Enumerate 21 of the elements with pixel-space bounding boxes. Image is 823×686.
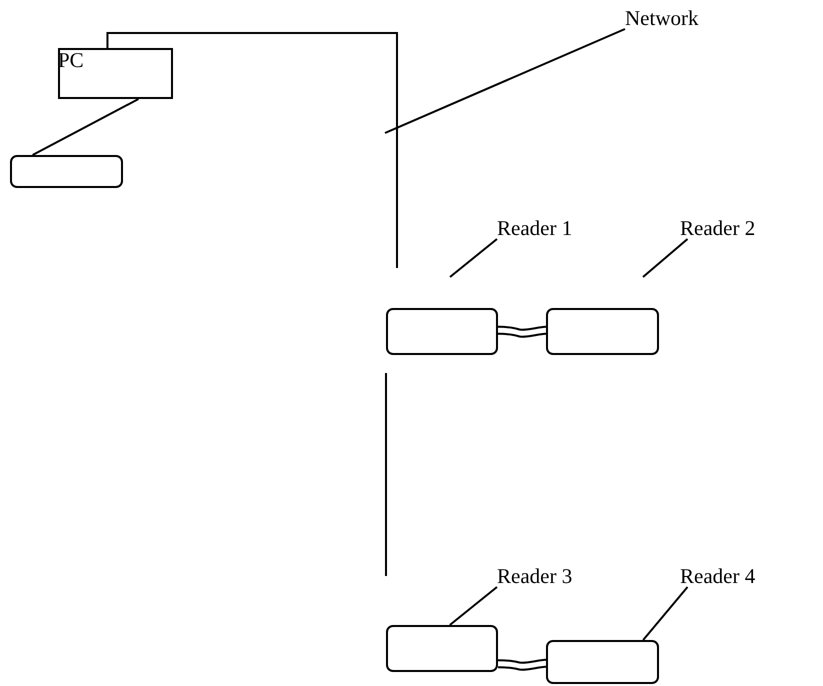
network-cable — [106, 32, 398, 268]
device-box — [10, 155, 123, 188]
device-box — [386, 308, 498, 355]
leader-line — [384, 28, 626, 134]
pc-box — [58, 48, 173, 99]
leader-line — [449, 586, 498, 626]
cable — [497, 658, 547, 671]
leader-line — [449, 238, 498, 278]
device-box — [386, 625, 498, 672]
device-box — [546, 640, 659, 684]
network-label: Network — [625, 6, 698, 30]
leader-line — [32, 98, 139, 156]
pc-label: PC — [58, 50, 84, 71]
device-box — [546, 308, 659, 355]
reader-label: Reader 1 — [497, 216, 572, 240]
leader-line — [642, 586, 688, 641]
reader-label: Reader 4 — [680, 564, 756, 588]
cable — [497, 326, 547, 338]
reader-label: Reader 3 — [497, 564, 572, 588]
leader-line — [642, 238, 688, 278]
reader-label: Reader 2 — [680, 216, 756, 240]
